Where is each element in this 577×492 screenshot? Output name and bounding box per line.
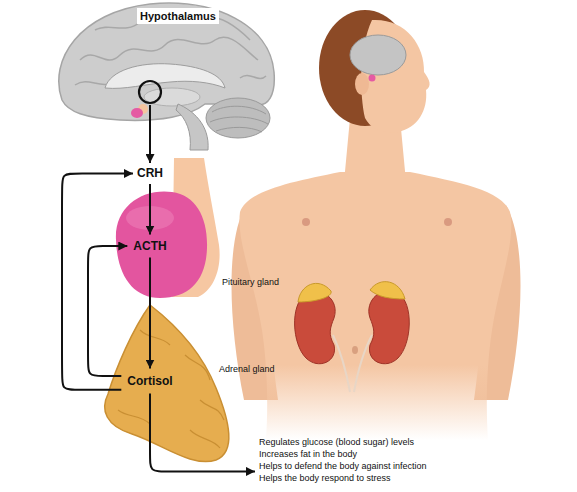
cerebellum-folia [210, 106, 268, 132]
brainstem [176, 104, 208, 150]
hormone-node: CRH [133, 163, 167, 184]
cerebellum [206, 98, 270, 138]
feedback-arrow [88, 246, 127, 376]
gland-label: Adrenal gland [219, 364, 275, 375]
hormone-name: Cortisol [127, 374, 172, 389]
adrenal-small [298, 283, 331, 302]
effects-list: Regulates glucose (blood sugar) levelsIn… [255, 434, 431, 486]
feedback-arrow [149, 105, 151, 163]
hormone-name: CRH [137, 166, 163, 181]
feedback-arrow [150, 394, 255, 472]
feedback-arrow [149, 184, 151, 235]
ureter [333, 335, 372, 392]
feedback-arrow [62, 174, 133, 390]
torso [239, 172, 511, 440]
feedback-arrow [149, 258, 151, 369]
kidney [295, 292, 336, 364]
head-pituitary [369, 75, 376, 82]
effect-item: Increases fat in the body [259, 448, 427, 460]
head-brain [350, 35, 406, 75]
kidney [369, 291, 409, 364]
adrenal-gland [105, 305, 229, 462]
nipple [302, 218, 310, 226]
corpus-callosum [105, 64, 225, 89]
hormone-name: ACTH [133, 239, 166, 254]
effect-item: Regulates glucose (blood sugar) levels [259, 436, 427, 448]
ear [355, 73, 369, 95]
hypothalamus-marker [137, 79, 163, 105]
adrenal-small [370, 282, 405, 299]
gland-label: Pituitary gland [222, 277, 279, 288]
small-pituitary [131, 108, 143, 118]
effect-item: Helps to defend the body against infecti… [259, 460, 427, 472]
effect-item: Helps the body respond to stress [259, 472, 427, 484]
adrenal-texture [118, 330, 224, 448]
structure-label: Hypothalamus [137, 8, 219, 24]
pituitary-anterior [116, 191, 207, 298]
gland-node: CortisolAdrenal gland [121, 369, 178, 394]
hypothalamus-circle [139, 81, 161, 103]
nipple [444, 218, 452, 226]
gland-node: ACTHPituitary gland [127, 235, 172, 258]
navel [352, 346, 358, 354]
hypothalamus-node: Hypothalamus [137, 8, 219, 105]
